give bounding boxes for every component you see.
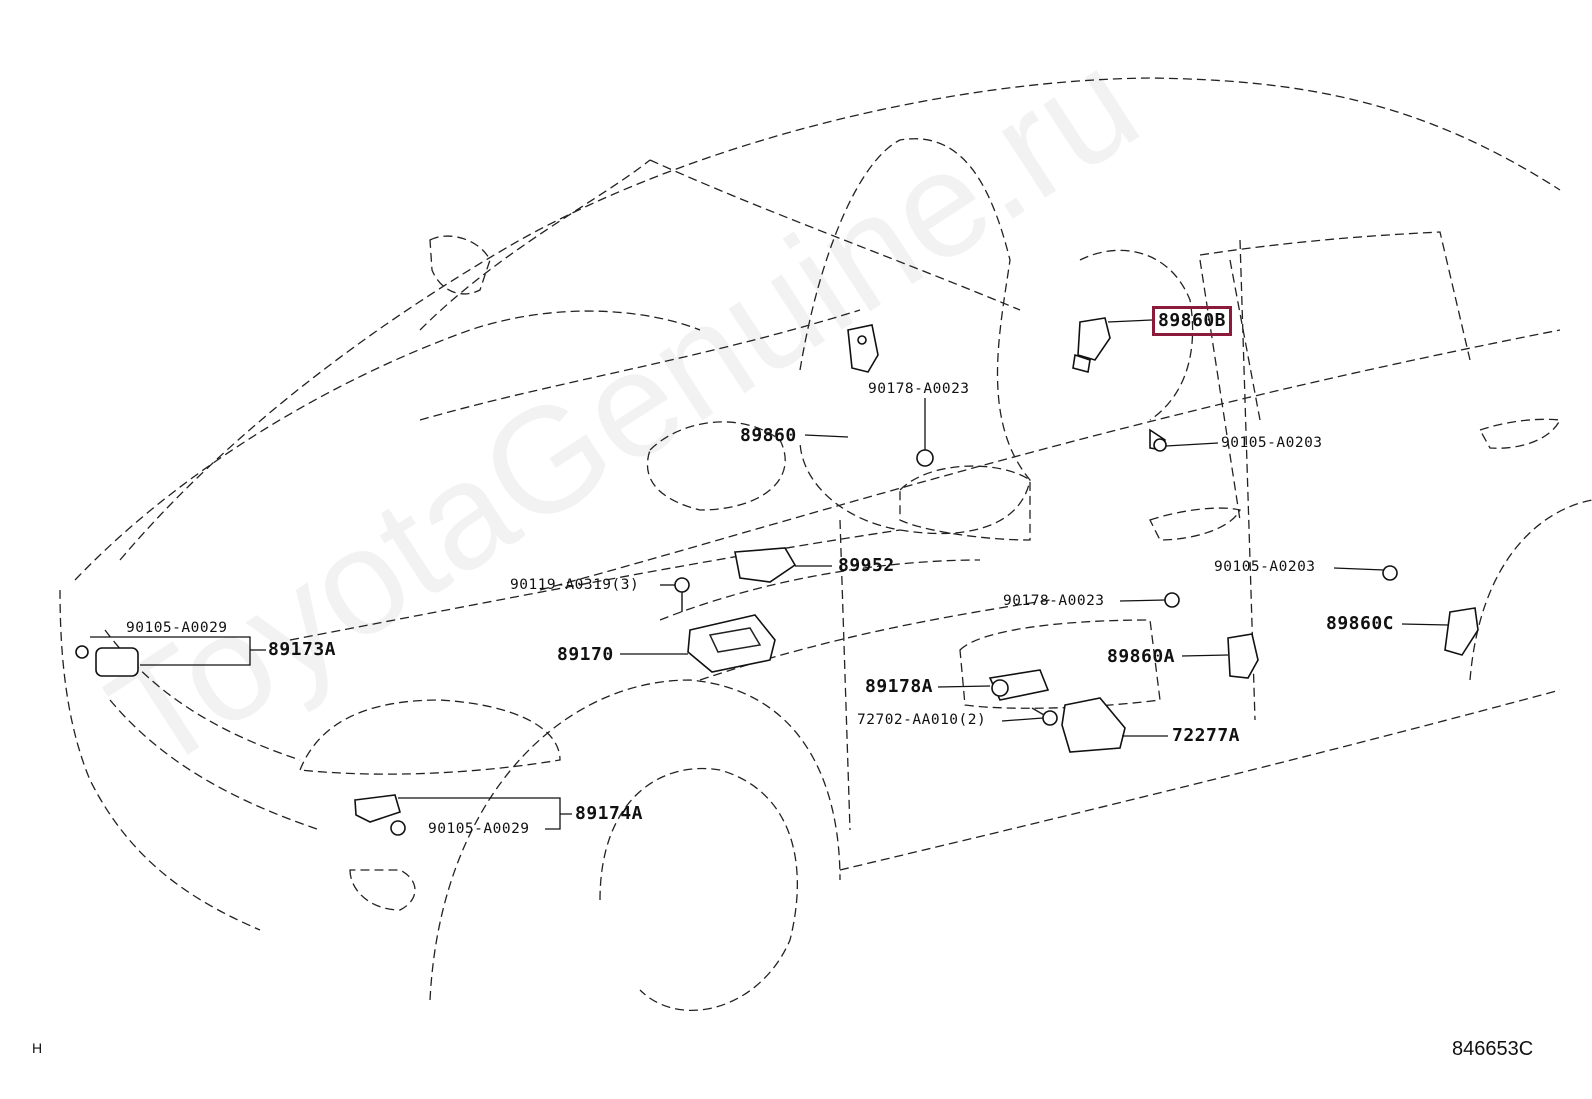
headlamp [299, 699, 561, 775]
body-side-line [289, 529, 901, 641]
corner-code-left: H [32, 1040, 43, 1056]
sensor-89860A-part [1227, 633, 1259, 679]
leader-90105-top [1165, 442, 1219, 447]
rear-window [1199, 231, 1471, 421]
label-89860[interactable]: 89860 [740, 425, 797, 446]
bolt-90105-bottom-part [390, 820, 406, 836]
driver-seat [799, 138, 1031, 535]
mirror [429, 235, 491, 295]
bracket-72277A-part [1061, 697, 1126, 753]
leader-72702 [1001, 717, 1044, 722]
label-90105-a0029-bottom[interactable]: 90105-A0029 [428, 821, 530, 837]
windshield-line [419, 159, 1021, 331]
label-89952[interactable]: 89952 [838, 555, 895, 576]
leader-89860A [1181, 654, 1229, 657]
label-72277a[interactable]: 72277A [1172, 725, 1241, 746]
grille [104, 629, 321, 831]
roof-outline [119, 77, 1561, 561]
front-wheel-arch [429, 679, 841, 1001]
front-pillar-line [419, 309, 861, 421]
nut-90178-top-part [916, 449, 934, 467]
front-wheel [599, 767, 798, 1012]
fog-lamp [349, 869, 416, 911]
label-89178a[interactable]: 89178A [865, 676, 934, 697]
label-89860b[interactable]: 89860B [1151, 306, 1233, 336]
rocker-panel [839, 689, 1561, 871]
leader-89178A [937, 685, 991, 688]
steering-wheel [646, 421, 786, 511]
b-pillar [1199, 259, 1241, 521]
label-90178-a0023-mid[interactable]: 90178-A0023 [1003, 593, 1105, 609]
label-89173a[interactable]: 89173A [268, 639, 337, 660]
rear-wheel-arch [1469, 499, 1592, 681]
label-90178-a0023-top[interactable]: 90178-A0023 [868, 381, 970, 397]
leader-89173A [90, 636, 266, 666]
sensor-89860C-part [1444, 607, 1479, 656]
module-89170-part [687, 614, 776, 673]
sensor-89952-part [734, 547, 797, 583]
door-handle-front [1149, 507, 1241, 541]
label-89860a[interactable]: 89860A [1107, 646, 1176, 667]
rear-seat [1079, 249, 1194, 421]
leader-90105-right [1333, 567, 1385, 571]
leader-90178-mid [1119, 599, 1166, 602]
label-90105-a0203-top[interactable]: 90105-A0203 [1221, 435, 1323, 451]
illustration-number: 846653C [1452, 1038, 1534, 1060]
label-89860c[interactable]: 89860C [1326, 613, 1395, 634]
bolt-90105-top-part [1149, 428, 1167, 452]
sensor-89173A-part [75, 645, 139, 677]
door-handle-rear [1479, 418, 1562, 449]
hood-outline [74, 310, 701, 581]
label-89170[interactable]: 89170 [557, 644, 614, 665]
nut-90178-mid-part [1164, 592, 1180, 608]
label-90105-a0203-right[interactable]: 90105-A0203 [1214, 559, 1316, 575]
leader-89860 [804, 434, 849, 438]
bolt-90119-part [674, 577, 690, 612]
label-89174a[interactable]: 89174A [575, 803, 644, 824]
leader-89860B [1107, 319, 1153, 323]
label-90105-a0029-left[interactable]: 90105-A0029 [126, 620, 228, 636]
label-90119-a0319[interactable]: 90119-A0319(3) [510, 577, 640, 593]
label-72702-aa010[interactable]: 72702-AA010(2) [857, 712, 987, 728]
bolt-90105-right-part [1382, 565, 1398, 581]
sensor-89178A-part [988, 669, 1050, 701]
leader-89860C [1401, 623, 1449, 626]
front-seat-right [899, 465, 1031, 541]
front-bumper [59, 589, 261, 931]
bolt-72702-part [1031, 707, 1058, 726]
sensor-89860B-part [1072, 317, 1111, 373]
sensor-89174A-part [354, 794, 401, 823]
leader-89174A [398, 797, 572, 830]
beltline [539, 329, 1561, 591]
sensor-89860-part [847, 324, 879, 373]
